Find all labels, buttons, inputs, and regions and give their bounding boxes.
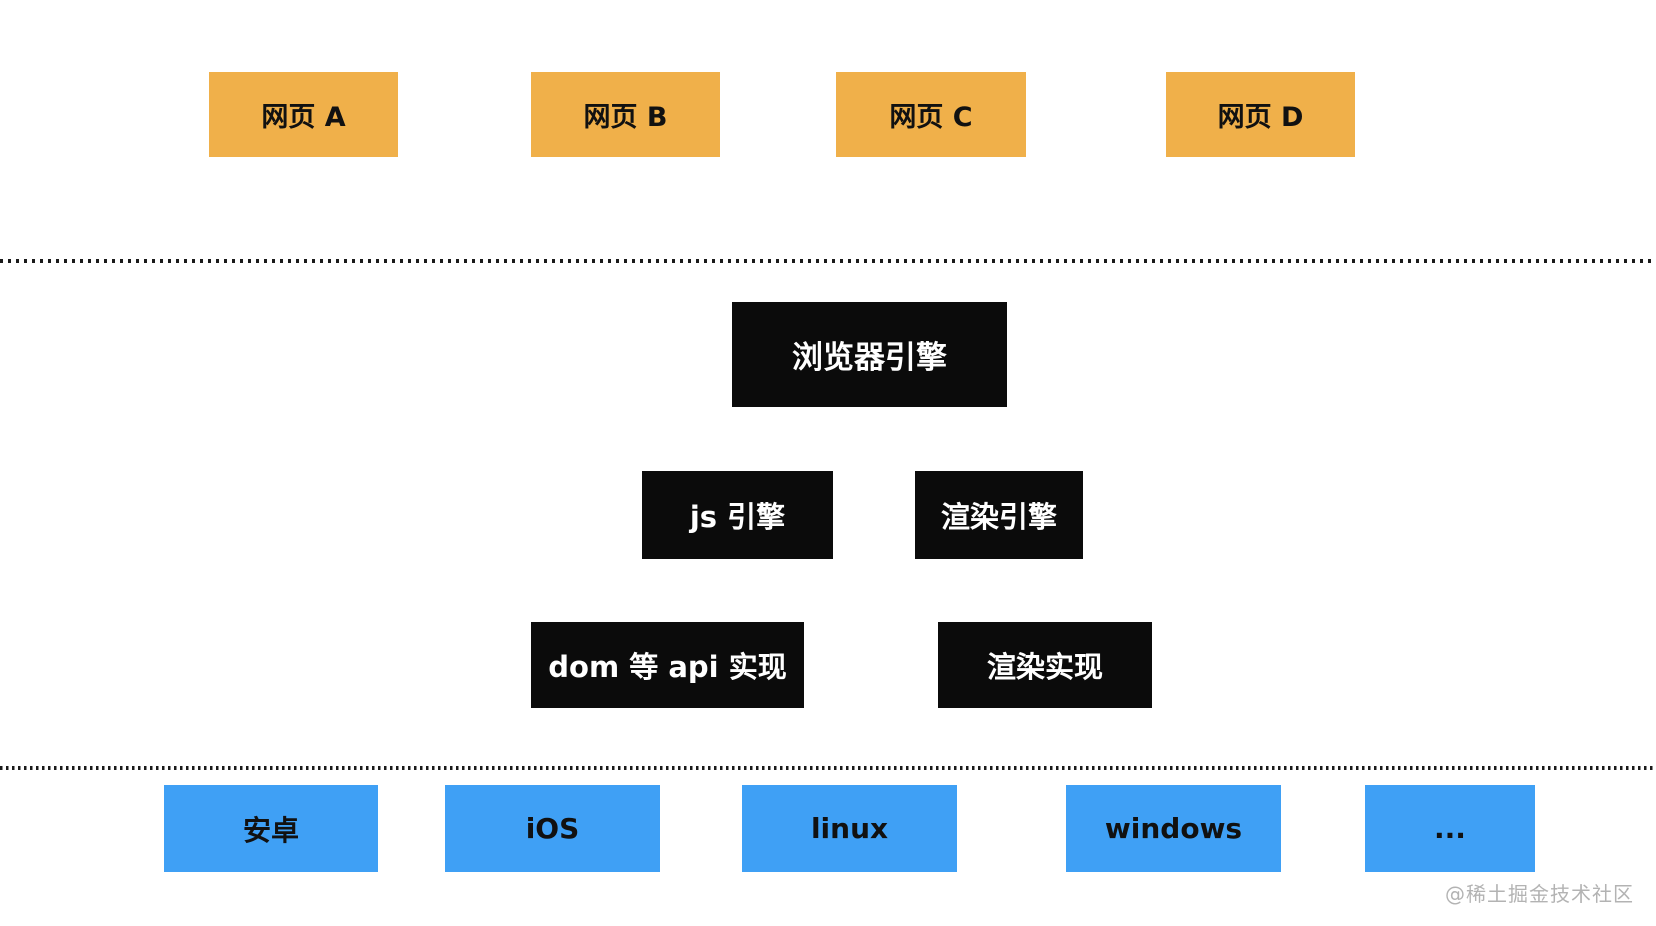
webpage-b-box: 网页 B xyxy=(531,72,720,157)
os-more-box: ... xyxy=(1365,785,1535,872)
os-ios-box: iOS xyxy=(445,785,660,872)
webpage-d-box: 网页 D xyxy=(1166,72,1355,157)
os-android-box: 安卓 xyxy=(164,785,378,872)
watermark: @稀土掘金技术社区 xyxy=(1445,882,1634,906)
render-engine-box: 渲染引擎 xyxy=(915,471,1083,559)
js-engine-box: js 引擎 xyxy=(642,471,833,559)
webpage-a-box: 网页 A xyxy=(209,72,398,157)
os-linux-box: linux xyxy=(742,785,957,872)
bottom-dotted-divider xyxy=(0,766,1656,770)
render-implementation-box: 渲染实现 xyxy=(938,622,1152,708)
top-dotted-divider xyxy=(0,259,1656,263)
webpage-c-box: 网页 C xyxy=(836,72,1026,157)
os-windows-box: windows xyxy=(1066,785,1281,872)
browser-engine-box: 浏览器引擎 xyxy=(732,302,1007,407)
dom-api-implementation-box: dom 等 api 实现 xyxy=(531,622,804,708)
